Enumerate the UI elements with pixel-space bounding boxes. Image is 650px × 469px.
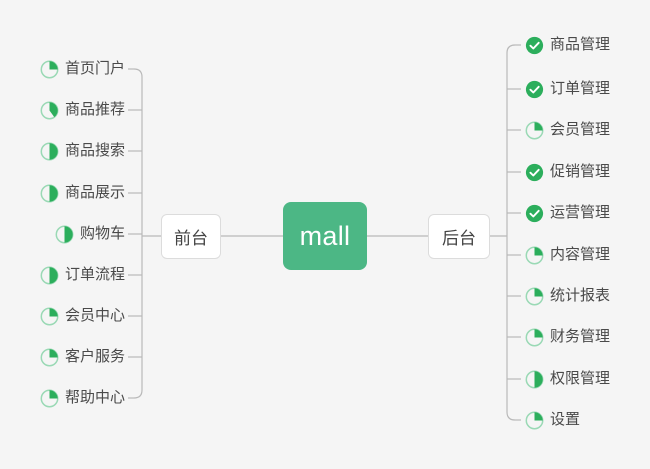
- left-leaf-label: 商品搜索: [64, 142, 125, 159]
- right-leaf-label: 订单管理: [550, 80, 611, 97]
- center-node-label: mall: [299, 220, 351, 251]
- check-circle-icon: [525, 163, 544, 182]
- pie-progress-icon: [40, 266, 59, 285]
- check-circle-icon: [525, 204, 544, 223]
- left-leaf-item-7[interactable]: 客户服务: [40, 346, 125, 368]
- right-leaf-label: 统计报表: [550, 287, 611, 304]
- check-circle-icon: [525, 36, 544, 55]
- right-leaf-item-6[interactable]: 统计报表: [525, 285, 610, 307]
- right-leaf-item-0[interactable]: 商品管理: [525, 34, 610, 56]
- pie-progress-icon: [525, 287, 544, 306]
- pie-progress-icon: [525, 411, 544, 430]
- right-leaf-label: 设置: [550, 411, 581, 428]
- right-leaf-item-8[interactable]: 权限管理: [525, 368, 610, 390]
- left-leaf-item-2[interactable]: 商品搜索: [40, 140, 125, 162]
- right-leaf-item-4[interactable]: 运营管理: [525, 202, 610, 224]
- right-leaf-item-2[interactable]: 会员管理: [525, 119, 610, 141]
- pie-progress-icon: [40, 389, 59, 408]
- right-leaf-label: 商品管理: [550, 36, 611, 53]
- left-leaf-label: 会员中心: [64, 307, 125, 324]
- right-leaf-item-7[interactable]: 财务管理: [525, 326, 610, 348]
- pie-progress-icon: [40, 307, 59, 326]
- left-leaf-label: 购物车: [79, 225, 125, 242]
- right-leaf-label: 权限管理: [550, 370, 611, 387]
- pie-progress-icon: [525, 121, 544, 140]
- right-leaf-item-1[interactable]: 订单管理: [525, 78, 610, 100]
- left-leaf-item-1[interactable]: 商品推荐: [40, 99, 125, 121]
- branch-node-front-label: 前台: [174, 229, 208, 248]
- pie-progress-icon: [40, 142, 59, 161]
- left-leaf-item-3[interactable]: 商品展示: [40, 182, 125, 204]
- right-leaf-label: 促销管理: [550, 163, 611, 180]
- left-leaf-label: 商品推荐: [64, 101, 125, 118]
- right-leaf-item-3[interactable]: 促销管理: [525, 161, 610, 183]
- left-leaf-label: 帮助中心: [64, 389, 125, 406]
- right-leaf-item-5[interactable]: 内容管理: [525, 244, 610, 266]
- check-circle-icon: [525, 80, 544, 99]
- pie-progress-icon: [40, 184, 59, 203]
- left-leaf-label: 商品展示: [64, 184, 125, 201]
- left-leaf-item-0[interactable]: 首页门户: [40, 58, 125, 80]
- right-leaf-label: 会员管理: [550, 121, 611, 138]
- pie-progress-icon: [525, 370, 544, 389]
- right-leaf-label: 内容管理: [550, 246, 611, 263]
- branch-node-back-label: 后台: [442, 229, 476, 248]
- left-leaf-label: 客户服务: [64, 348, 125, 365]
- pie-progress-icon: [55, 225, 74, 244]
- pie-progress-icon: [40, 60, 59, 79]
- center-node-mall[interactable]: mall: [283, 202, 367, 270]
- right-leaf-item-9[interactable]: 设置: [525, 409, 580, 431]
- branch-node-back[interactable]: 后台: [428, 214, 490, 259]
- left-leaf-item-6[interactable]: 会员中心: [40, 305, 125, 327]
- left-leaf-item-8[interactable]: 帮助中心: [40, 387, 125, 409]
- pie-progress-icon: [525, 328, 544, 347]
- left-leaf-item-4[interactable]: 购物车: [55, 223, 125, 245]
- pie-progress-icon: [40, 101, 59, 120]
- left-leaf-item-5[interactable]: 订单流程: [40, 264, 125, 286]
- left-leaf-label: 首页门户: [64, 60, 125, 77]
- pie-progress-icon: [525, 246, 544, 265]
- right-leaf-label: 运营管理: [550, 204, 611, 221]
- pie-progress-icon: [40, 348, 59, 367]
- left-leaf-label: 订单流程: [64, 266, 125, 283]
- branch-node-front[interactable]: 前台: [161, 214, 221, 259]
- right-leaf-label: 财务管理: [550, 328, 611, 345]
